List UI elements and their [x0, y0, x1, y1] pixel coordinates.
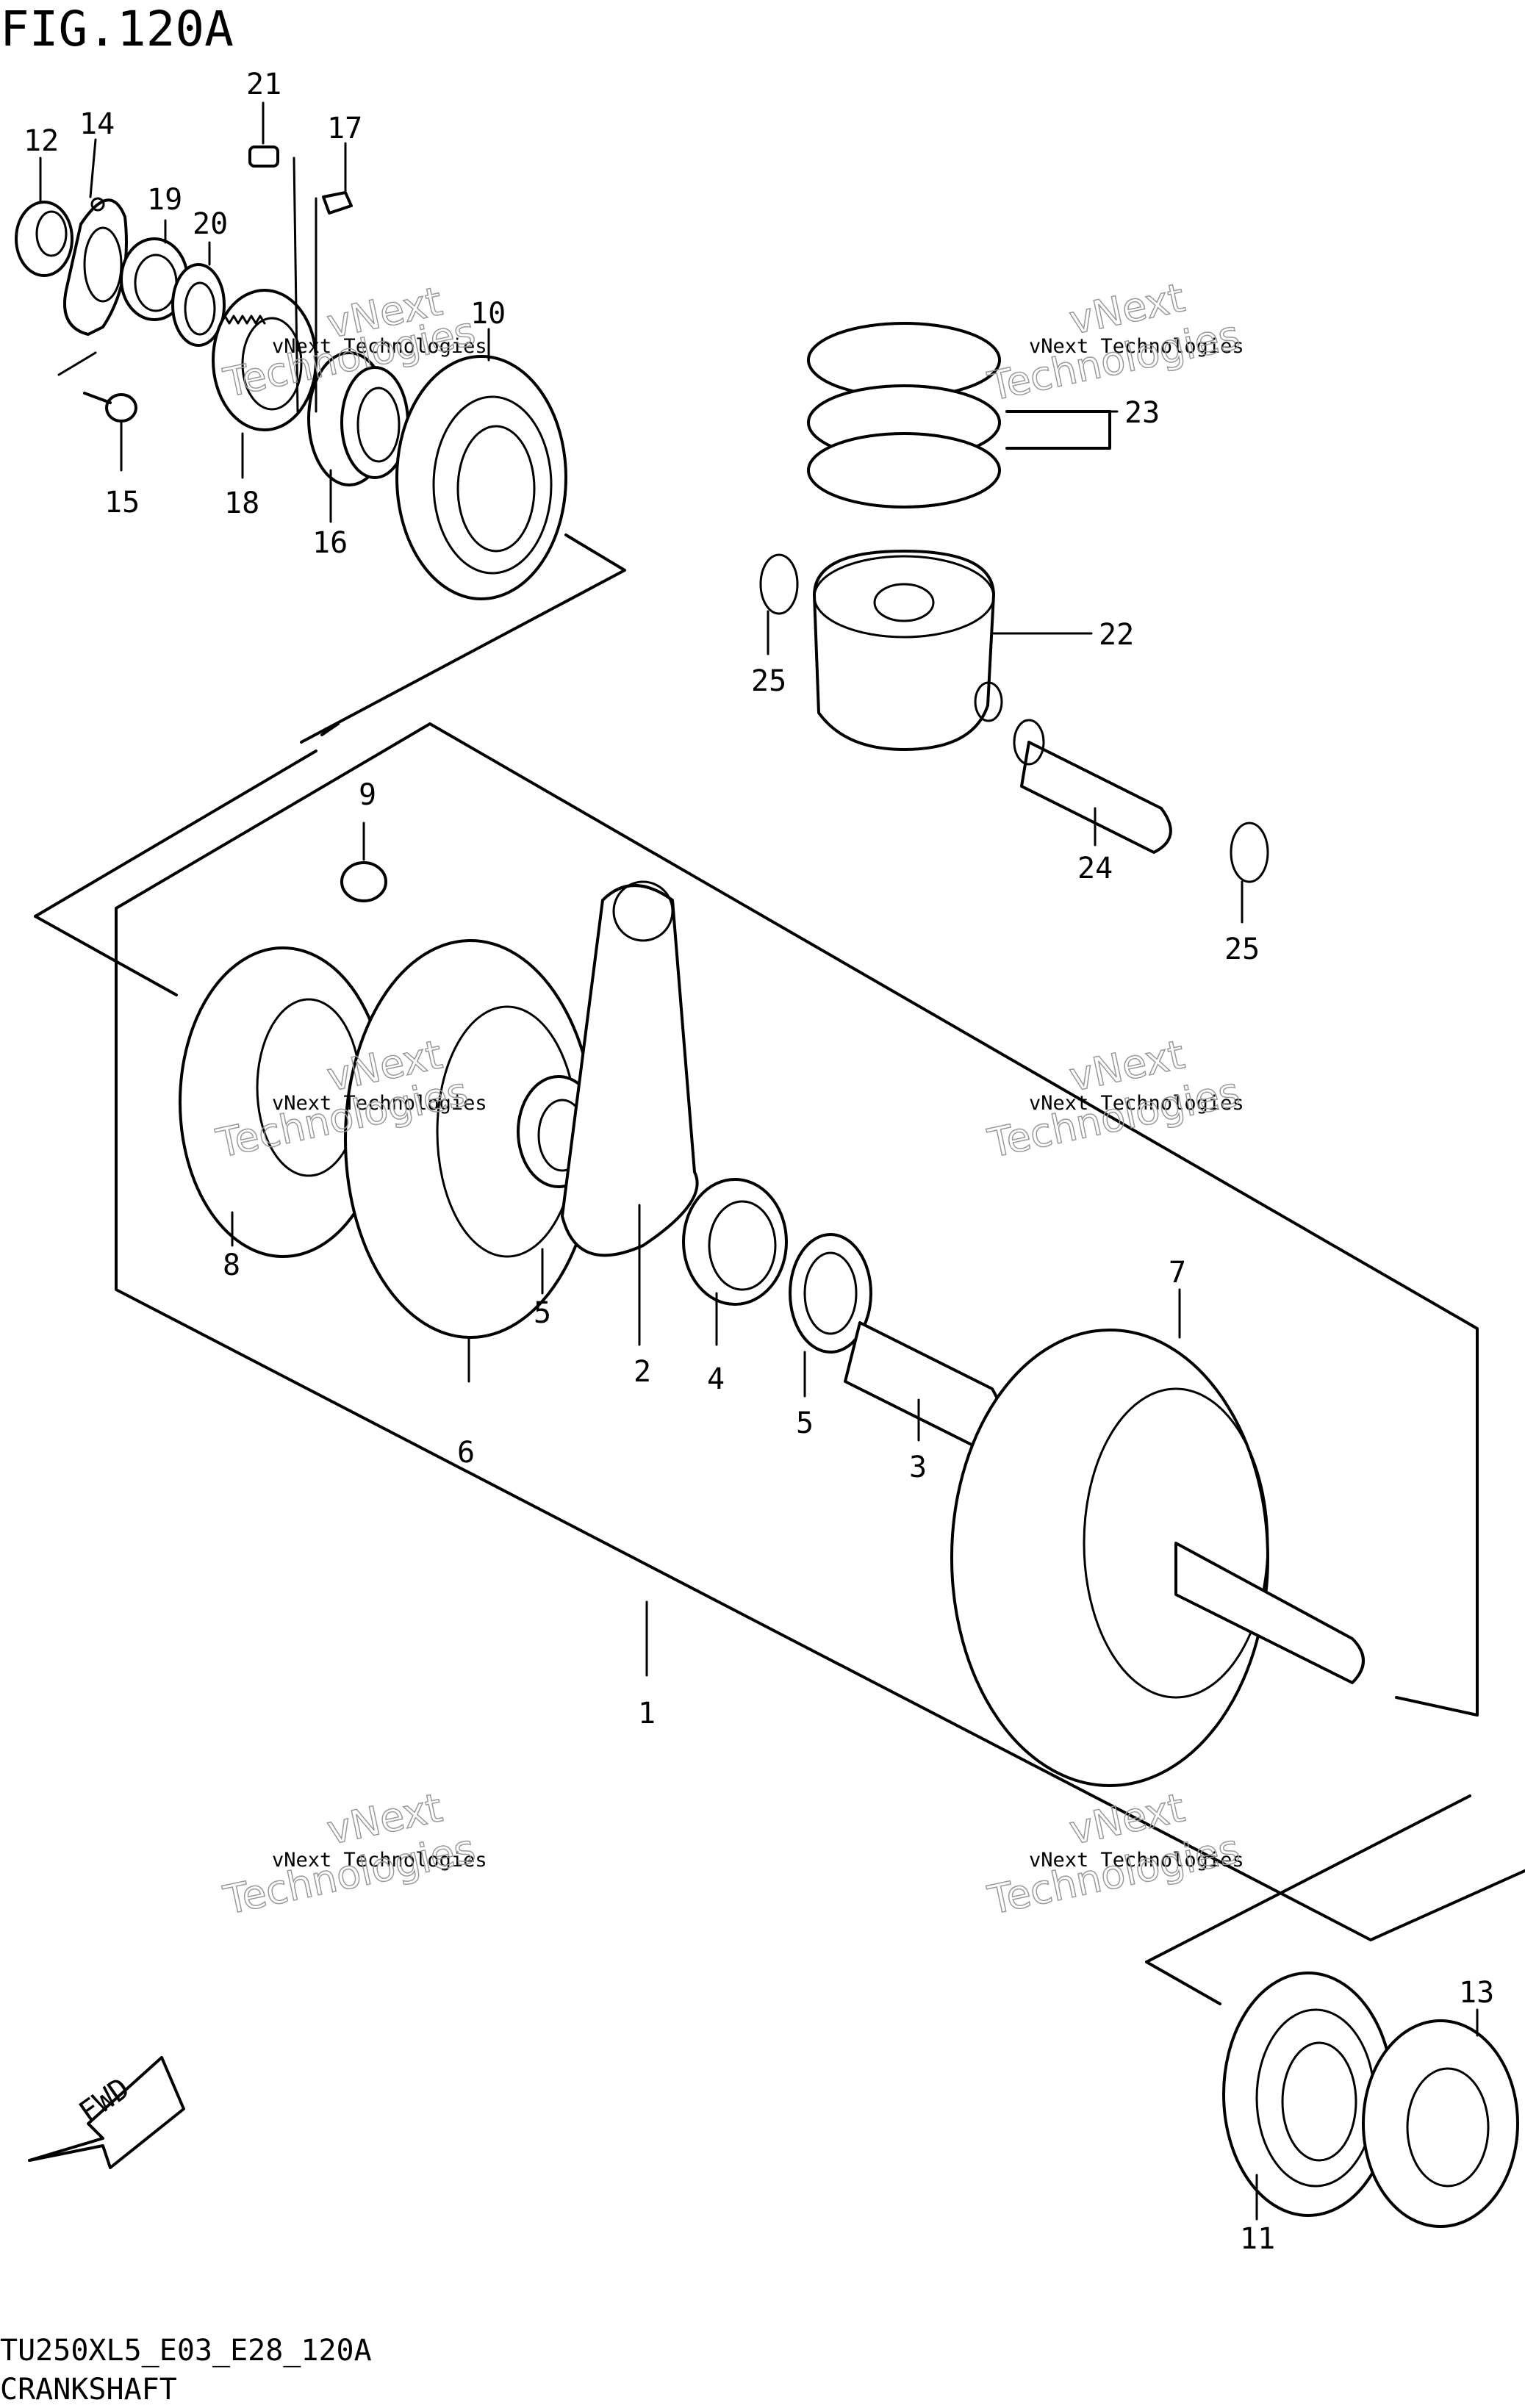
- svg-text:vNext Technologies: vNext Technologies: [272, 1092, 487, 1115]
- callout-25b: 25: [1224, 932, 1260, 966]
- piston-pin-24: [1013, 719, 1172, 854]
- fwd-arrow: FWD: [28, 2056, 185, 2169]
- callout-10: 10: [470, 297, 506, 331]
- oil-seal-12: [15, 201, 73, 277]
- washer-20: [171, 263, 226, 347]
- bearing-11-bracket: [1145, 1794, 1471, 2005]
- assembly-box: [34, 722, 1525, 1941]
- figure-code: TU250XL5_E03_E28_120A: [0, 2334, 372, 2368]
- callout-14: 14: [79, 107, 115, 141]
- callout-3: 3: [909, 1451, 927, 1484]
- key-21: [248, 145, 279, 168]
- callout-9: 9: [359, 778, 376, 812]
- svg-text:vNext Technologies: vNext Technologies: [1029, 335, 1244, 358]
- leader-lines: [39, 101, 1479, 2221]
- callout-12: 12: [24, 124, 59, 158]
- callout-16: 16: [312, 526, 348, 560]
- oil-seal-13: [1362, 2019, 1519, 2228]
- ring-bracket: [1005, 410, 1111, 450]
- callout-24: 24: [1077, 852, 1113, 885]
- callout-4: 4: [707, 1362, 725, 1396]
- flywheel-right-7: [950, 1329, 1365, 1787]
- callout-22: 22: [1099, 618, 1134, 652]
- callout-17: 17: [327, 112, 362, 145]
- svg-text:vNext Technologies: vNext Technologies: [272, 1849, 487, 1872]
- connecting-rod-2: [561, 880, 699, 1257]
- watermark-6: vNext Technologies Technologies vNext: [983, 1784, 1244, 1924]
- callout-23: 23: [1124, 396, 1160, 430]
- washer-5b: [789, 1233, 872, 1354]
- callout-5b: 5: [796, 1406, 814, 1440]
- callout-1: 1: [638, 1697, 656, 1730]
- callout-20: 20: [193, 207, 228, 241]
- watermark-5: vNext Technologies Technologies vNext: [219, 1784, 487, 1924]
- callout-25a: 25: [751, 664, 786, 698]
- watermark-4: vNext Technologies Technologies vNext: [983, 1031, 1244, 1168]
- watermark-2: vNext Technologies Technologies vNext: [983, 274, 1244, 411]
- circlip-25a: [759, 553, 799, 615]
- svg-text:vNext Technologies: vNext Technologies: [272, 335, 487, 358]
- svg-text:vNext Technologies: vNext Technologies: [1029, 1849, 1244, 1872]
- gear-18: [212, 289, 317, 431]
- callout-21: 21: [246, 68, 281, 101]
- callout-15: 15: [104, 486, 140, 520]
- callout-7: 7: [1169, 1256, 1186, 1290]
- plate-14: [63, 197, 128, 336]
- bearing-10-bracket: [300, 533, 626, 744]
- top-left-leaders: [57, 157, 317, 413]
- callout-19: 19: [147, 183, 182, 217]
- clip-17: [322, 191, 353, 215]
- svg-text:vNext Technologies: vNext Technologies: [1029, 1092, 1244, 1115]
- needle-bearing-4: [682, 1178, 788, 1306]
- callout-6: 6: [457, 1436, 475, 1470]
- callout-2: 2: [634, 1355, 651, 1389]
- bearing-10: [395, 355, 567, 600]
- figure-caption: CRANKSHAFT: [0, 2373, 177, 2407]
- callout-13: 13: [1459, 1976, 1494, 2010]
- callout-18: 18: [224, 486, 259, 520]
- gear-16: [307, 351, 409, 486]
- bolt-9: [340, 861, 387, 902]
- piston-22: [813, 550, 1003, 751]
- callout-8: 8: [223, 1248, 240, 1282]
- figure-title: FIG.120A: [0, 1, 234, 57]
- screw-15: [83, 392, 137, 423]
- callout-11: 11: [1240, 2222, 1275, 2256]
- callout-5a: 5: [534, 1296, 551, 1330]
- piston-rings-23: [807, 322, 1001, 508]
- circlip-25b: [1230, 822, 1269, 883]
